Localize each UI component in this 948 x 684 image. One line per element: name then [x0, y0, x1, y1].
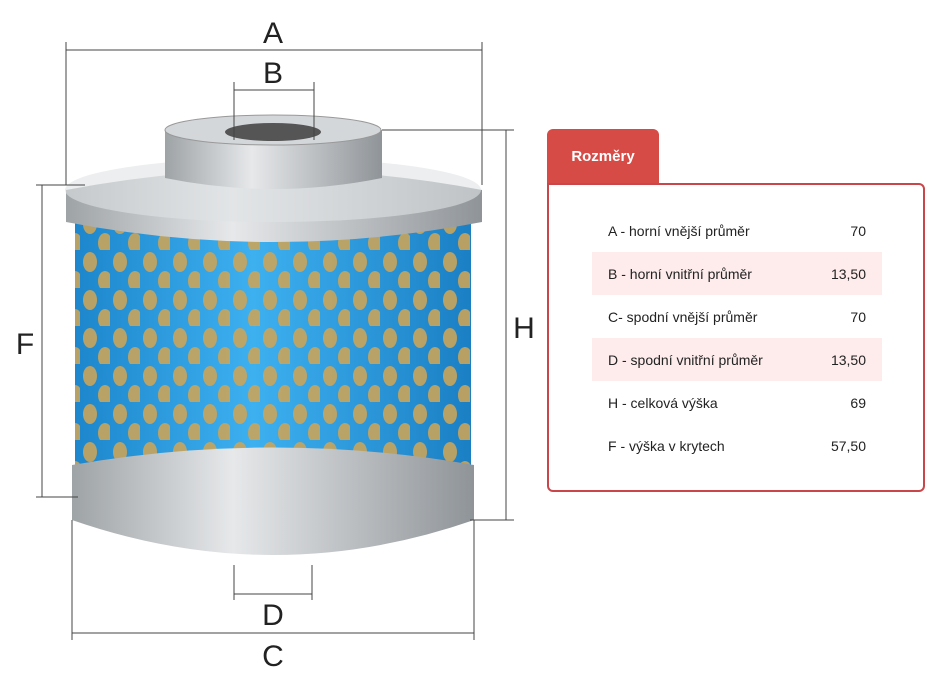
dimensions-panel: A - horní vnější průměr 70 B - horní vnit…	[547, 183, 925, 492]
dimensions-table: A - horní vnější průměr 70 B - horní vnit…	[592, 209, 882, 467]
table-row: F - výška v krytech 57,50	[592, 424, 882, 467]
row-value: 70	[850, 222, 866, 239]
row-label: C- spodní vnější průměr	[608, 308, 758, 325]
row-value: 57,50	[830, 437, 866, 454]
dimension-label-d: D	[262, 599, 284, 632]
row-value: 13,50	[830, 265, 866, 282]
filter-dimension-diagram: A B F H D C	[16, 17, 535, 673]
table-row: H - celková výška 69	[592, 381, 882, 424]
row-label: B - horní vnitřní průměr	[608, 265, 752, 282]
row-label: D - spodní vnitřní průměr	[608, 351, 763, 368]
dimension-label-a: A	[263, 17, 283, 50]
row-label: F - výška v krytech	[608, 437, 725, 454]
row-value: 70	[850, 308, 866, 325]
dimension-label-h: H	[513, 312, 535, 345]
tab-rozmery[interactable]: Rozměry	[547, 129, 659, 184]
row-value: 13,50	[830, 351, 866, 368]
row-value: 69	[850, 394, 866, 411]
table-row: A - horní vnější průměr 70	[592, 209, 882, 252]
table-row: C- spodní vnější průměr 70	[592, 295, 882, 338]
dimension-label-b: B	[263, 57, 283, 90]
table-row: B - horní vnitřní průměr 13,50	[592, 252, 882, 295]
dimension-label-c: C	[262, 640, 284, 673]
table-row: D - spodní vnitřní průměr 13,50	[592, 338, 882, 381]
dimension-lines	[36, 42, 514, 640]
row-label: H - celková výška	[608, 394, 718, 411]
row-label: A - horní vnější průměr	[608, 222, 750, 239]
filter-image	[65, 114, 482, 555]
dimension-label-f: F	[16, 328, 34, 361]
